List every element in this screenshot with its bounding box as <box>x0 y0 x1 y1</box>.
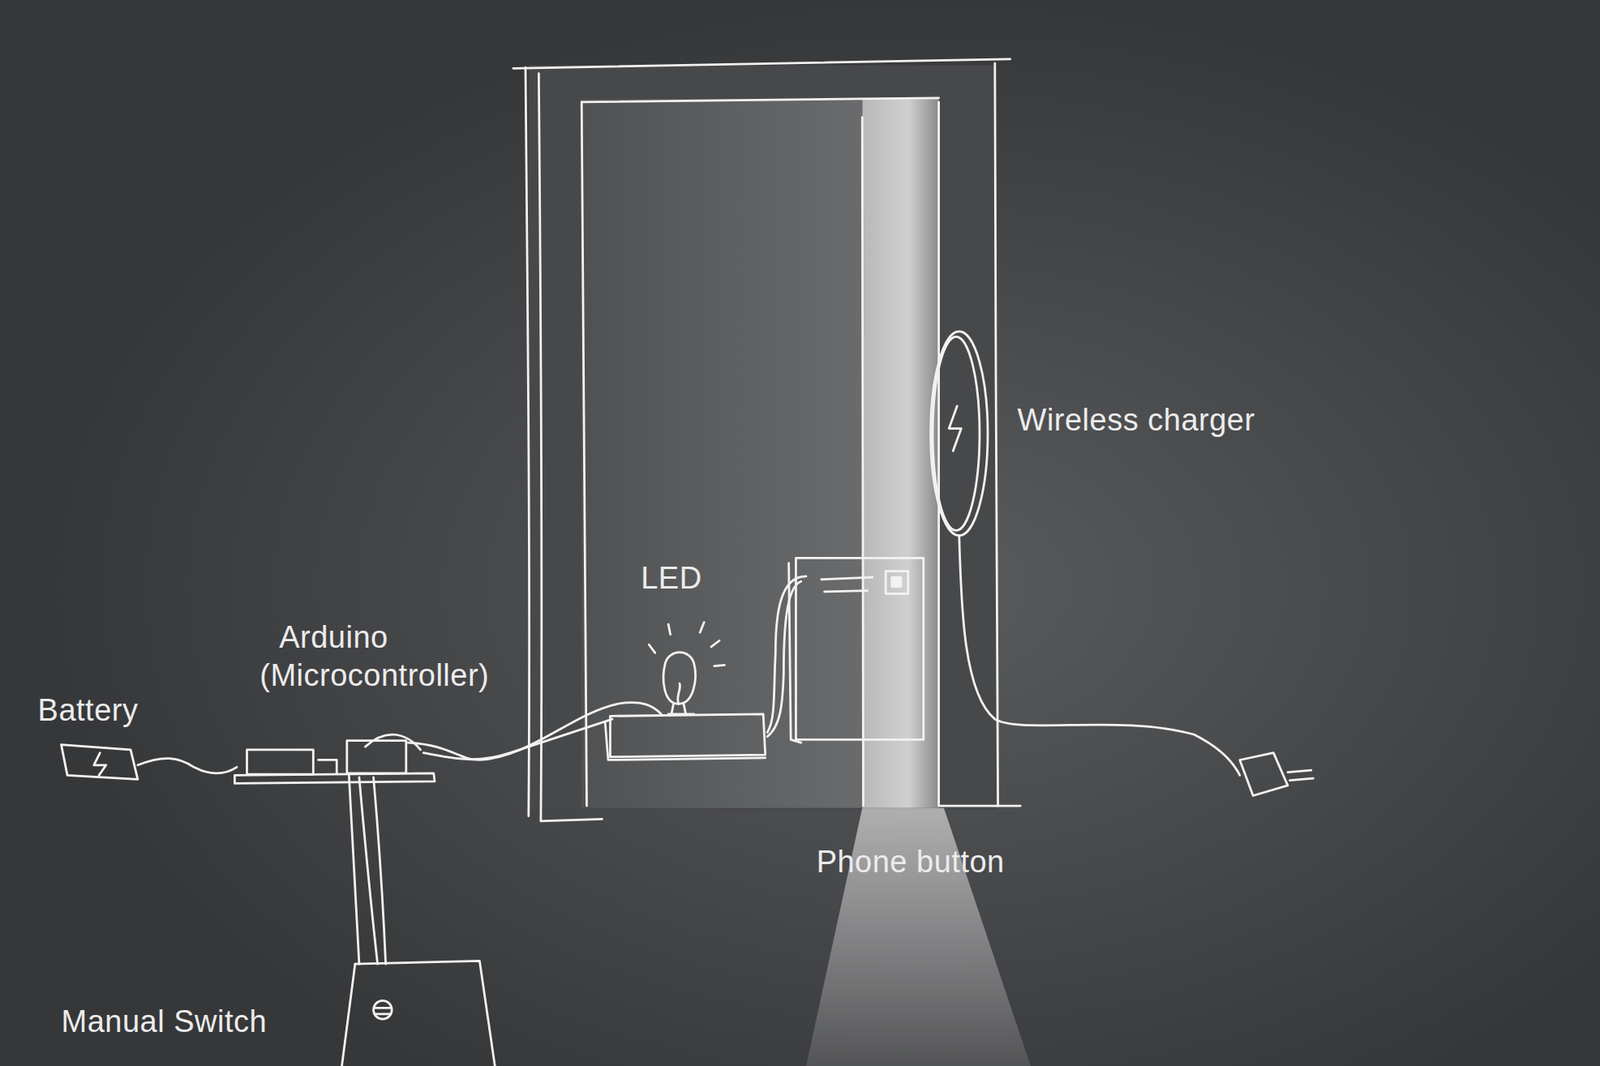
led-label: LED <box>640 559 702 599</box>
charger-label: Wireless charger <box>1017 401 1256 441</box>
arduino-label: Arduino (Microcontroller) <box>259 618 408 696</box>
battery-label: Battery <box>38 691 139 731</box>
button-label: Phone button <box>816 843 1005 883</box>
switch-label: Manual Switch <box>60 1003 267 1043</box>
